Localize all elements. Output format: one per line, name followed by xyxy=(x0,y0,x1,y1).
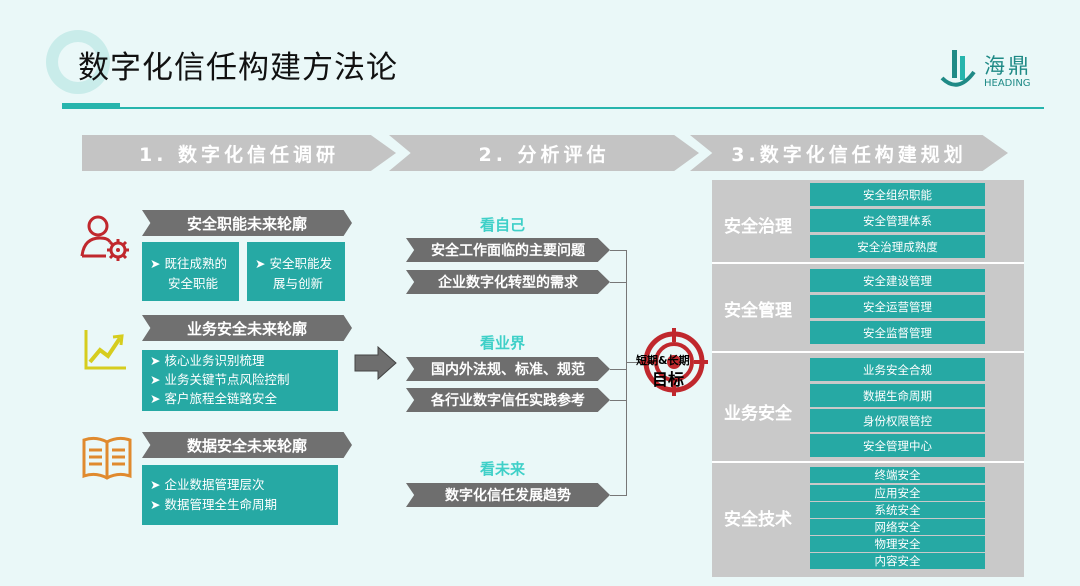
category-management: 安全管理 xyxy=(724,301,792,321)
user-gear-icon xyxy=(80,215,129,261)
box-mature-function: ➤ 既往成熟的 安全职能 xyxy=(142,242,239,301)
item-security-center: 安全管理中心 xyxy=(810,434,985,457)
item-supervision: 安全监督管理 xyxy=(810,321,985,344)
header-divider xyxy=(62,107,1044,109)
item-industry-practice: 各行业数字信任实践参考 xyxy=(406,388,610,412)
target-subtitle: 短期&长期 xyxy=(636,354,690,367)
group-title-data-security: 数据安全未来轮廓 xyxy=(142,432,352,458)
item-org-function: 安全组织职能 xyxy=(810,183,985,206)
group-title-security-function: 安全职能未来轮廓 xyxy=(142,210,352,236)
section-label-self: 看自己 xyxy=(480,216,526,234)
item-data-lifecycle: 数据生命周期 xyxy=(810,384,985,407)
group-title-business-security: 业务安全未来轮廓 xyxy=(142,315,352,341)
page-title: 数字化信任构建方法论 xyxy=(78,50,398,86)
trend-chart-icon xyxy=(84,330,126,370)
item-maturity: 安全治理成熟度 xyxy=(810,235,985,258)
category-technology: 安全技术 xyxy=(724,510,792,530)
box-function-innovation: ➤ 安全职能发 展与创新 xyxy=(247,242,345,301)
title-decoration-ring xyxy=(46,30,110,94)
connector xyxy=(626,250,627,496)
step-2-chevron: 2. 分析评估 xyxy=(389,135,699,171)
target-title: 目标 xyxy=(652,370,685,389)
item-compliance: 业务安全合规 xyxy=(810,358,985,381)
item-transformation-needs: 企业数字化转型的需求 xyxy=(406,270,610,294)
category-business: 业务安全 xyxy=(724,404,792,424)
category-governance: 安全治理 xyxy=(724,217,792,237)
item-content: 内容安全 xyxy=(810,553,985,569)
item-build-mgmt: 安全建设管理 xyxy=(810,269,985,292)
step-1-chevron: 1. 数字化信任调研 xyxy=(82,135,396,171)
connector xyxy=(610,400,626,401)
target-icon xyxy=(640,328,708,396)
connector xyxy=(610,495,626,496)
logo-name: 海鼎 xyxy=(984,54,1032,78)
section-label-industry: 看业界 xyxy=(480,334,526,352)
item-ops-mgmt: 安全运营管理 xyxy=(810,295,985,318)
connector xyxy=(626,362,640,363)
step-3-chevron: 3.数字化信任构建规划 xyxy=(690,135,1008,171)
connector xyxy=(610,282,626,283)
box-data-security: ➤ 企业数据管理层次 ➤ 数据管理全生命周期 xyxy=(142,465,338,525)
box-business-security: ➤ 核心业务识别梳理 ➤ 业务关键节点风险控制 ➤ 客户旅程全链路安全 xyxy=(142,350,338,411)
heading-logo-icon xyxy=(940,50,976,87)
item-main-problems: 安全工作面临的主要问题 xyxy=(406,238,610,262)
item-application: 应用安全 xyxy=(810,485,985,501)
item-regulations: 国内外法规、标准、规范 xyxy=(406,357,610,381)
item-mgmt-system: 安全管理体系 xyxy=(810,209,985,232)
item-future-trend: 数字化信任发展趋势 xyxy=(406,483,610,507)
logo-subtitle: HEADING xyxy=(984,78,1031,89)
item-identity: 身份权限管控 xyxy=(810,409,985,432)
open-book-icon xyxy=(82,436,132,480)
item-physical: 物理安全 xyxy=(810,536,985,552)
item-network: 网络安全 xyxy=(810,519,985,535)
connector xyxy=(610,250,626,251)
connector xyxy=(610,369,626,370)
flow-arrow-icon xyxy=(354,346,397,380)
header-accent-bar xyxy=(62,103,120,109)
item-system: 系统安全 xyxy=(810,502,985,518)
item-endpoint: 终端安全 xyxy=(810,467,985,483)
section-label-future: 看未来 xyxy=(480,460,526,478)
